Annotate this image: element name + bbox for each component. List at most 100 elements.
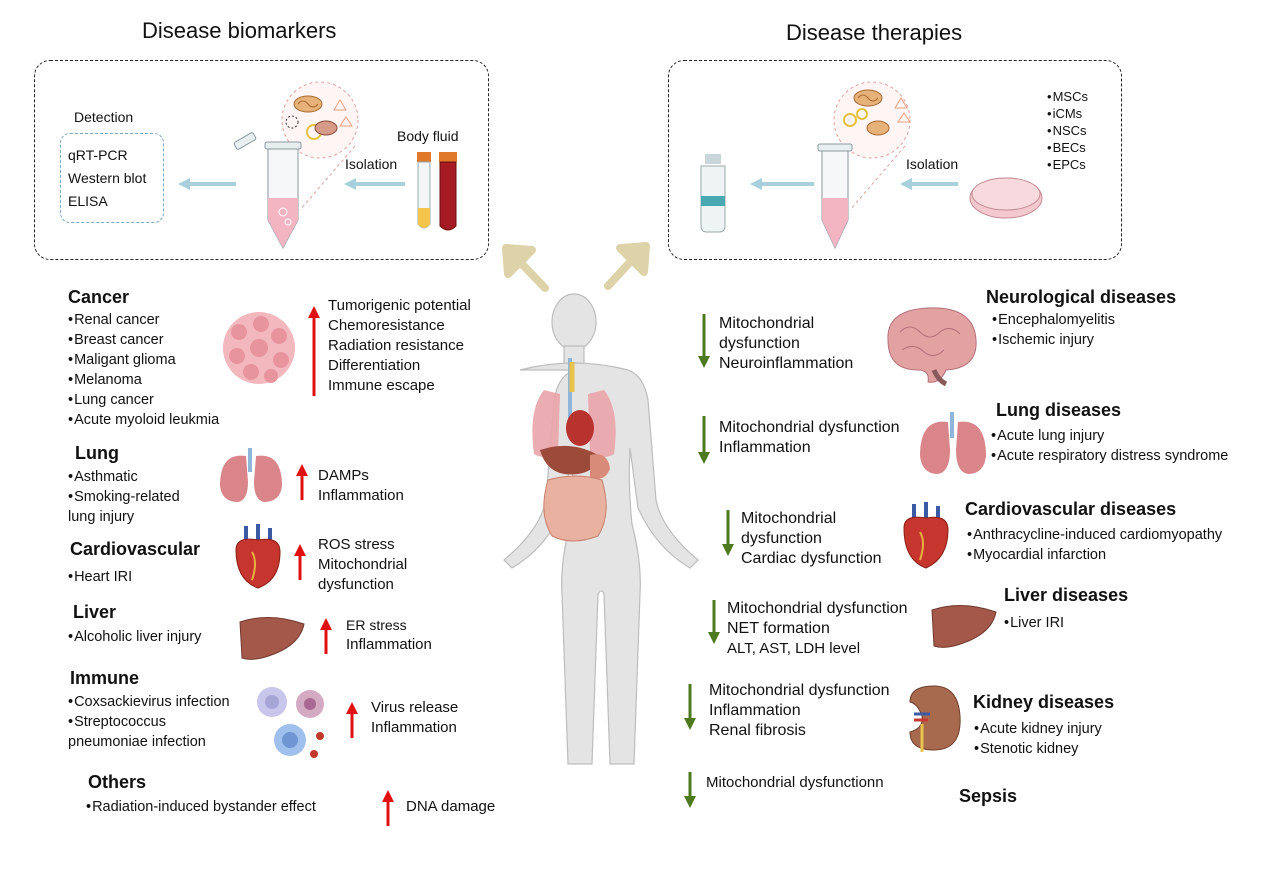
effect-text: Neuroinflammation bbox=[719, 355, 854, 372]
disease-neuro-title: Neurological diseases bbox=[986, 287, 1177, 307]
sepsis-effects: Mitochondrial dysfunctionn bbox=[706, 773, 884, 793]
up-arrow-immune bbox=[346, 702, 358, 738]
therapies-panel bbox=[668, 60, 1122, 260]
petri-dish-icon bbox=[969, 177, 1043, 219]
effect-text: dysfunction bbox=[719, 335, 800, 352]
cardio-diseases-list: Anthracycline-induced cardiomyopathy Myo… bbox=[967, 525, 1222, 565]
effect-text: Inflammation bbox=[709, 702, 801, 719]
effect-text: Mitochondrial bbox=[741, 510, 837, 527]
cardio-disease-item: Myocardial infarction bbox=[967, 545, 1222, 565]
isolation-label-right: Isolation bbox=[906, 156, 959, 172]
kidney-icon bbox=[909, 685, 961, 752]
effect-text: Chemoresistance bbox=[328, 317, 445, 334]
human-body-illustration bbox=[503, 293, 699, 765]
up-arrow-others bbox=[382, 790, 394, 826]
kidney-disease-item: Acute kidney injury bbox=[974, 719, 1102, 739]
liver-item: Alcoholic liver injury bbox=[68, 627, 201, 647]
neuro-item: Encephalomyelitis bbox=[992, 310, 1115, 330]
cancer-item: Acute myoloid leukmia bbox=[68, 410, 219, 430]
immune-item: Coxsackievirus infection bbox=[68, 692, 230, 712]
neuro-list: Encephalomyelitis Ischemic injury bbox=[992, 310, 1115, 350]
effect-text: ROS stress bbox=[318, 536, 395, 553]
effect-text: ALT, AST, LDH level bbox=[727, 640, 861, 657]
cancer-item: Maligant glioma bbox=[68, 350, 219, 370]
tumor-icon bbox=[223, 312, 295, 384]
heart-icon-right bbox=[903, 502, 949, 569]
blood-tube-icon bbox=[417, 152, 457, 231]
others-effects: DNA damage bbox=[406, 797, 495, 817]
others-list: Radiation-induced bystander effect bbox=[86, 797, 316, 817]
cell-epc: EPCs bbox=[1047, 156, 1088, 173]
immune-item-continued: pneumoniae infection bbox=[68, 734, 206, 750]
cell-icm: iCMs bbox=[1047, 105, 1088, 122]
detection-methods-box bbox=[60, 133, 164, 223]
liver-disease-item: Liver IRI bbox=[1004, 613, 1064, 633]
kidney-disease-item: Stenotic kidney bbox=[974, 739, 1102, 759]
kidney-disease-effects: Mitochondrial dysfunction Inflammation R… bbox=[709, 681, 890, 741]
effect-text: Tumorigenic potential bbox=[328, 297, 471, 314]
tube-icon-right bbox=[817, 81, 911, 250]
disease-kidney-diseases-title: Kidney diseases bbox=[973, 692, 1115, 712]
disease-liver-diseases-title: Liver diseases bbox=[1004, 585, 1129, 605]
effect-text: Mitochondrial dysfunctionn bbox=[706, 774, 884, 791]
detection-label: Detection bbox=[74, 109, 134, 125]
effect-text: ER stress bbox=[346, 617, 407, 633]
lung-effects: DAMPs Inflammation bbox=[318, 466, 404, 506]
effect-text: Renal fibrosis bbox=[709, 722, 806, 739]
cancer-list: Renal cancer Breast cancer Maligant glio… bbox=[68, 310, 219, 430]
effect-text: Inflammation bbox=[318, 487, 404, 504]
effect-text: Mitochondrial dysfunction bbox=[719, 419, 900, 436]
lung-disease-item: Acute respiratory distress syndrome bbox=[991, 446, 1228, 466]
method-western-blot: Western blot bbox=[68, 170, 147, 186]
up-arrow-cancer bbox=[308, 306, 320, 396]
cardio-disease-item: Anthracycline-induced cardiomyopathy bbox=[967, 525, 1222, 545]
down-arrow-neuro bbox=[698, 314, 710, 368]
cancer-item: Breast cancer bbox=[68, 330, 219, 350]
heart-icon bbox=[235, 524, 281, 589]
effect-text: Mitochondrial dysfunction bbox=[727, 600, 908, 617]
cancer-item: Melanoma bbox=[68, 370, 219, 390]
disease-others-title: Others bbox=[88, 772, 147, 792]
disease-immune-title: Immune bbox=[70, 668, 140, 688]
disease-lung-diseases-title: Lung diseases bbox=[996, 400, 1122, 420]
effect-text: DAMPs bbox=[318, 467, 369, 484]
disease-cancer-title: Cancer bbox=[68, 287, 130, 307]
effect-text: dysfunction bbox=[318, 576, 394, 593]
immune-effects: Virus release Inflammation bbox=[371, 698, 458, 738]
lung-list: Asthmatic Smoking-related bbox=[68, 467, 180, 507]
effect-text: Mitochondrial bbox=[719, 315, 815, 332]
effect-text: dysfunction bbox=[741, 530, 822, 547]
lung-diseases-list: Acute lung injury Acute respiratory dist… bbox=[991, 426, 1228, 466]
vial-icon bbox=[700, 154, 726, 233]
effect-text: Inflammation bbox=[371, 719, 457, 736]
disease-cardio-diseases-title: Cardiovascular diseases bbox=[965, 499, 1177, 519]
disease-sepsis-title: Sepsis bbox=[959, 786, 1018, 806]
down-arrow-cardio bbox=[722, 510, 734, 556]
effect-text: Mitochondrial dysfunction bbox=[709, 682, 890, 699]
effect-text: DNA damage bbox=[406, 798, 496, 815]
effect-text: Differentiation bbox=[328, 357, 421, 374]
lung-item: Smoking-related bbox=[68, 487, 180, 507]
immune-cells-icon bbox=[257, 687, 324, 758]
biomarkers-panel bbox=[34, 60, 489, 260]
effect-text: Inflammation bbox=[346, 636, 432, 653]
therapies-title: Disease therapies bbox=[786, 20, 963, 45]
effect-text: Mitochondrial bbox=[318, 556, 408, 573]
method-elisa: ELISA bbox=[68, 193, 108, 209]
kidney-diseases-list: Acute kidney injury Stenotic kidney bbox=[974, 719, 1102, 759]
immune-list: Coxsackievirus infection Streptococcus bbox=[68, 692, 230, 732]
cardio-item: Heart IRI bbox=[68, 567, 132, 587]
method-qrt-pcr: qRT-PCR bbox=[68, 147, 128, 163]
lung-disease-effects: Mitochondrial dysfunction Inflammation bbox=[719, 418, 900, 458]
lung-disease-item: Acute lung injury bbox=[991, 426, 1228, 446]
effect-text: Immune escape bbox=[328, 377, 435, 394]
brain-icon bbox=[887, 307, 977, 387]
cardio-disease-effects: Mitochondrial dysfunction Cardiac dysfun… bbox=[741, 509, 882, 569]
up-arrow-lung bbox=[296, 464, 308, 500]
cell-nsc: NSCs bbox=[1047, 122, 1088, 139]
liver-effects: ER stress Inflammation bbox=[346, 615, 432, 655]
liver-disease-effects: Mitochondrial dysfunction NET formation … bbox=[727, 599, 908, 659]
immune-item: Streptococcus bbox=[68, 712, 230, 732]
up-arrow-cardio bbox=[294, 544, 306, 580]
